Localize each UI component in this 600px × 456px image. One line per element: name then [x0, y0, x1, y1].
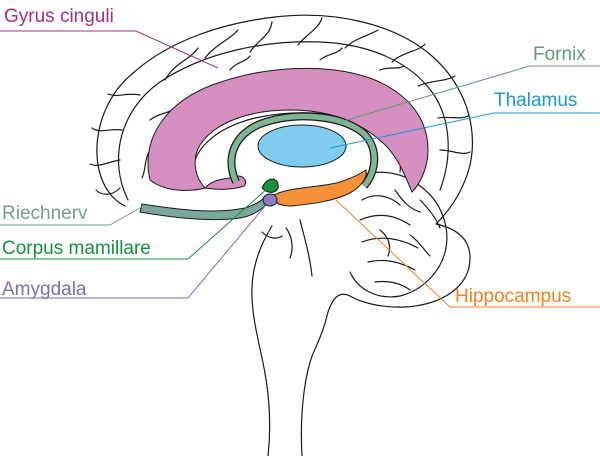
cortex-inner-rim — [117, 41, 449, 201]
gyrus-cinguli-region — [147, 67, 429, 193]
label-riechnerv: Riechnerv — [2, 203, 88, 224]
label-amygdala: Amygdala — [2, 279, 87, 300]
label-fornix: Fornix — [533, 44, 586, 65]
hippocampus-leader — [335, 199, 600, 308]
fornix-leader — [339, 65, 600, 123]
label-gyrus-cinguli: Gyrus cinguli — [4, 6, 114, 27]
riechnerv-region — [139, 195, 269, 221]
thalamus-leader — [329, 112, 600, 149]
label-thalamus: Thalamus — [494, 90, 578, 111]
riechnerv-leader — [0, 204, 146, 226]
brain-outline — [96, 14, 473, 456]
label-hippocampus: Hippocampus — [455, 286, 572, 307]
brainstem-front — [251, 225, 273, 456]
label-corpus-mamillare: Corpus mamillare — [2, 238, 151, 259]
amygdala-leader — [0, 205, 266, 299]
amygdala-region — [262, 193, 278, 207]
thalamus-region — [257, 124, 347, 168]
hippocampus-region — [271, 169, 367, 207]
corpus-mamillare-leader — [0, 187, 269, 260]
gyrus-cinguli-leader — [0, 30, 219, 69]
corpus-mamillare-region — [261, 178, 279, 193]
cerebellum-outline — [349, 171, 448, 298]
